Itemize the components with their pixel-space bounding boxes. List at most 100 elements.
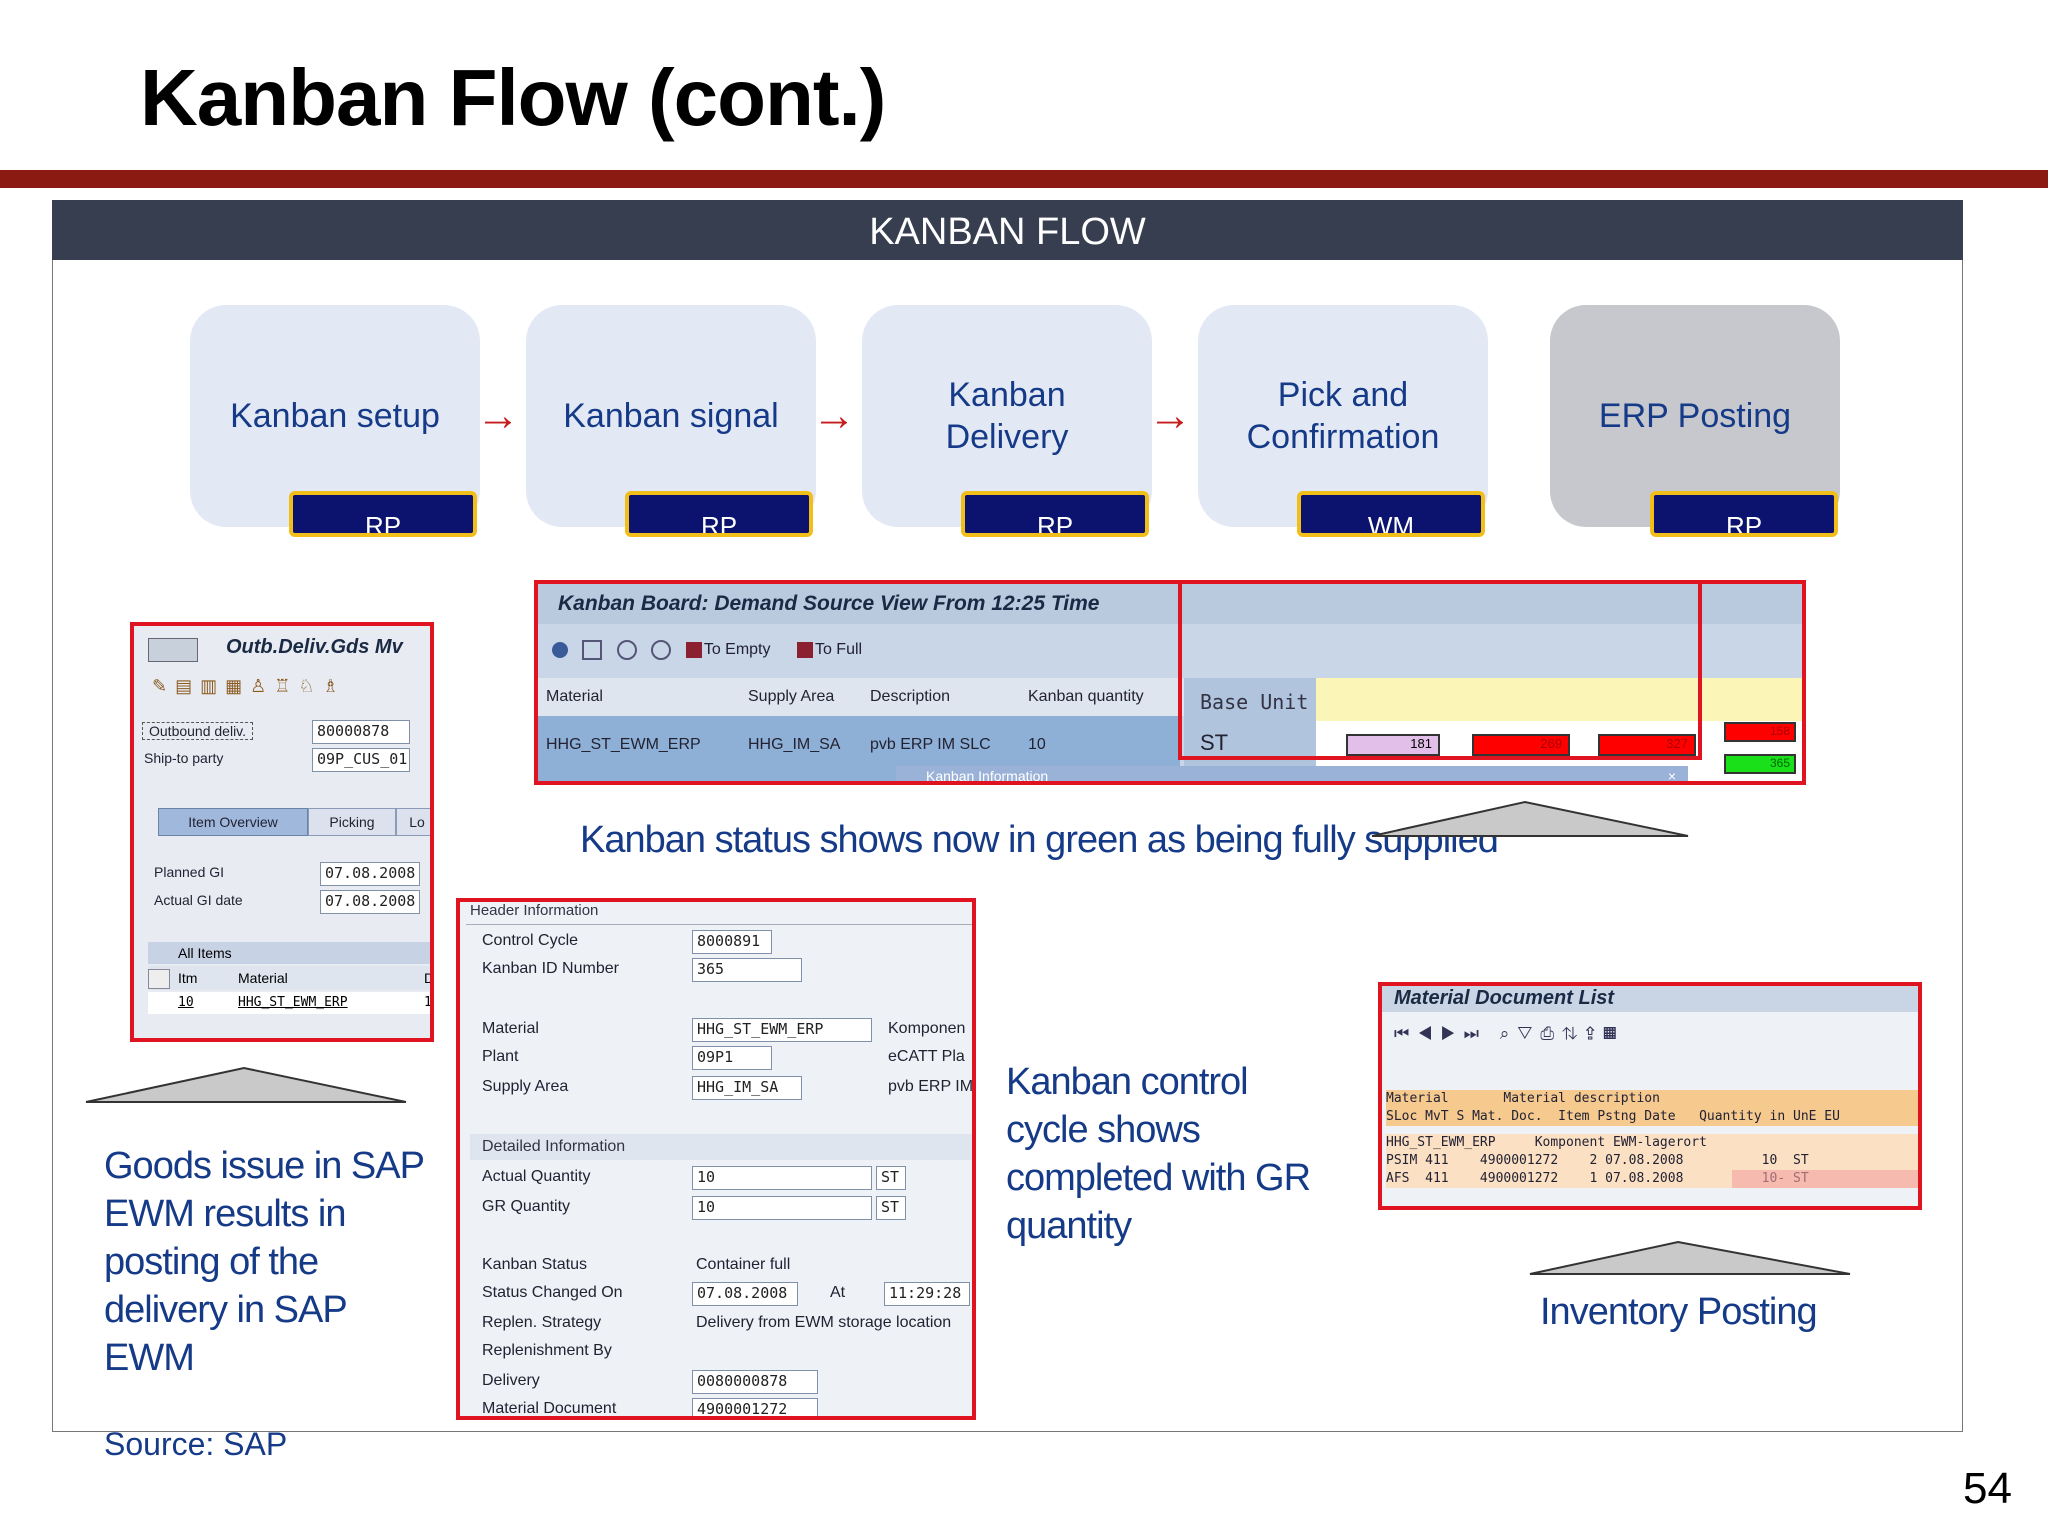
arrow-icon: → (1148, 391, 1192, 440)
step-label: Kanban signal (563, 397, 779, 435)
zoom-out-icon[interactable] (651, 640, 672, 660)
unit-field[interactable]: ST (876, 1196, 906, 1220)
actual-gi-field[interactable]: 07.08.2008 (320, 890, 420, 914)
status-time-field[interactable]: 11:29:28 (884, 1282, 970, 1306)
toolbar-icons: ✎▤▥▦♙♖♘♗ (152, 676, 347, 696)
table-row[interactable]: 10 HHG_ST_EWM_ERP 10 (148, 992, 432, 1014)
step-tag: RP (961, 491, 1149, 537)
kanban-info-screenshot: Header Information Control Cycle 8000891… (456, 898, 976, 1420)
col-header: Base Unit (1200, 690, 1309, 714)
status-date-field[interactable]: 07.08.2008 (692, 1282, 798, 1306)
kanban-board-screenshot: Kanban Board: Demand Source View From 12… (534, 580, 1806, 785)
col-header: Kanban quantity (1028, 688, 1144, 705)
row-cell: 10 (178, 995, 194, 1010)
gr-qty-field[interactable]: 10 (692, 1196, 872, 1220)
last-page-icon[interactable]: ⏭ (1463, 1024, 1487, 1043)
field-desc: Komponen (888, 1020, 966, 1037)
arrow-icon: → (812, 391, 856, 440)
kanban-board-title: Kanban Board: Demand Source View From 12… (558, 592, 1100, 615)
search-icon[interactable]: ⌕ (1499, 1024, 1518, 1043)
row-cell: HHG_ST_EWM_ERP (238, 995, 348, 1010)
field-label: Delivery (482, 1372, 540, 1389)
step-label: ERP Posting (1598, 397, 1792, 435)
row-cell: 10 (1028, 736, 1046, 753)
kanban-id-field[interactable]: 365 (692, 958, 802, 982)
sort-icon[interactable]: ⇅ (1562, 1024, 1586, 1043)
step-kanban-signal: Kanban signal (526, 305, 816, 527)
source-note: Source: SAP (104, 1426, 288, 1462)
first-page-icon[interactable]: ⏮ (1394, 1024, 1418, 1043)
step-erp-posting: ERP Posting (1550, 305, 1840, 527)
plant-field[interactable]: 09P1 (692, 1046, 772, 1070)
menu-icon[interactable] (148, 638, 198, 662)
step-kanban-setup: Kanban setup (190, 305, 480, 527)
to-empty-button[interactable]: To Empty (703, 641, 771, 659)
title-divider (0, 170, 2048, 188)
delivery-field[interactable]: 0080000878 (692, 1370, 818, 1394)
filter-icon[interactable]: ▽ (1517, 1024, 1541, 1043)
field-label: Outbound deliv. (142, 722, 254, 740)
popup-titlebar: Kanban Information× (896, 766, 1688, 784)
kanban-container[interactable]: 181 (1346, 734, 1440, 756)
kanban-container-full[interactable]: 365 (1724, 754, 1796, 774)
slide-title: Kanban Flow (cont.) (140, 53, 886, 142)
caption-kanban-status: Kanban status shows now in green as bein… (580, 819, 1499, 861)
section-header: Detailed Information (470, 1134, 972, 1160)
kanban-container[interactable]: 158 (1724, 722, 1796, 742)
prev-page-icon[interactable]: ◀ (1417, 1024, 1441, 1043)
control-cycle-field[interactable]: 8000891 (692, 930, 772, 954)
ship-to-field[interactable]: 09P_CUS_01 (312, 748, 410, 772)
material-field[interactable]: HHG_ST_EWM_ERP (692, 1018, 872, 1042)
arrow-icon: → (476, 391, 520, 440)
unit-field[interactable]: ST (876, 1166, 906, 1190)
supply-area-field[interactable]: HHG_IM_SA (692, 1076, 802, 1100)
list-row[interactable]: PSIM 411 4900001272 2 07.08.2008 10 ST (1386, 1152, 1918, 1170)
material-doc-screenshot: Material Document List ⏮◀▶⏭ ⌕▽⎙⇅⇪▦ Mater… (1378, 982, 1922, 1210)
tab-picking[interactable]: Picking (308, 808, 396, 836)
col-header: Supply Area (748, 688, 835, 705)
row-cell: 10 (424, 995, 432, 1010)
outbound-delivery-field[interactable]: 80000878 (312, 720, 410, 744)
next-page-icon[interactable]: ▶ (1440, 1024, 1464, 1043)
tab-loading[interactable]: Lo (396, 808, 430, 836)
all-items-header: All Items (148, 942, 430, 964)
field-label: Planned GI (154, 864, 225, 880)
tab-item-overview[interactable]: Item Overview (158, 808, 308, 836)
field-label: At (830, 1284, 846, 1301)
field-label: Replenishment By (482, 1342, 612, 1359)
planned-gi-field[interactable]: 07.08.2008 (320, 862, 420, 886)
caption-control-cycle: Kanban control cycle shows completed wit… (1006, 1061, 1311, 1247)
outb-title: Outb.Deliv.Gds Mv (226, 636, 403, 658)
list-icon[interactable] (582, 640, 603, 660)
material-doc-field[interactable]: 4900001272 (692, 1398, 818, 1416)
refresh-icon[interactable] (552, 642, 568, 658)
actual-qty-field[interactable]: 10 (692, 1166, 872, 1190)
frame-header: KANBAN FLOW (52, 200, 1963, 260)
field-label: Actual Quantity (482, 1168, 591, 1185)
section-header: Header Information (470, 902, 599, 919)
kanban-status-value: Container full (696, 1256, 791, 1273)
caption-inventory-posting: Inventory Posting (1540, 1291, 1818, 1333)
kanban-container[interactable]: 269 (1472, 734, 1570, 756)
nav-toolbar: ⏮◀▶⏭ ⌕▽⎙⇅⇪▦ (1394, 1024, 1625, 1044)
field-label: GR Quantity (482, 1198, 571, 1215)
row-cell: ST (1200, 730, 1229, 755)
save-icon[interactable] (685, 642, 702, 658)
col-header: Description (870, 688, 951, 705)
material-doc-title: Material Document List (1394, 987, 1615, 1009)
step-tag: RP (1650, 491, 1838, 537)
export-icon[interactable]: ⇪ (1585, 1024, 1603, 1043)
save-icon[interactable] (796, 642, 813, 658)
list-row[interactable]: HHG_ST_EWM_ERP Komponent EWM-lagerort (1386, 1134, 1918, 1152)
kanban-container[interactable]: 327 (1598, 734, 1696, 756)
layout-icon[interactable]: ▦ (1602, 1024, 1625, 1043)
close-icon[interactable]: × (1667, 768, 1676, 784)
list-header: Material Material description (1386, 1090, 1918, 1108)
items-table-header: Itm Material De (148, 966, 430, 990)
page-number: 54 (1963, 1464, 2012, 1513)
pointer-triangle (85, 1066, 407, 1103)
select-all-checkbox[interactable] (148, 969, 170, 990)
zoom-in-icon[interactable] (616, 640, 637, 660)
to-full-button[interactable]: To Full (814, 641, 863, 659)
print-icon[interactable]: ⎙ (1540, 1024, 1563, 1043)
